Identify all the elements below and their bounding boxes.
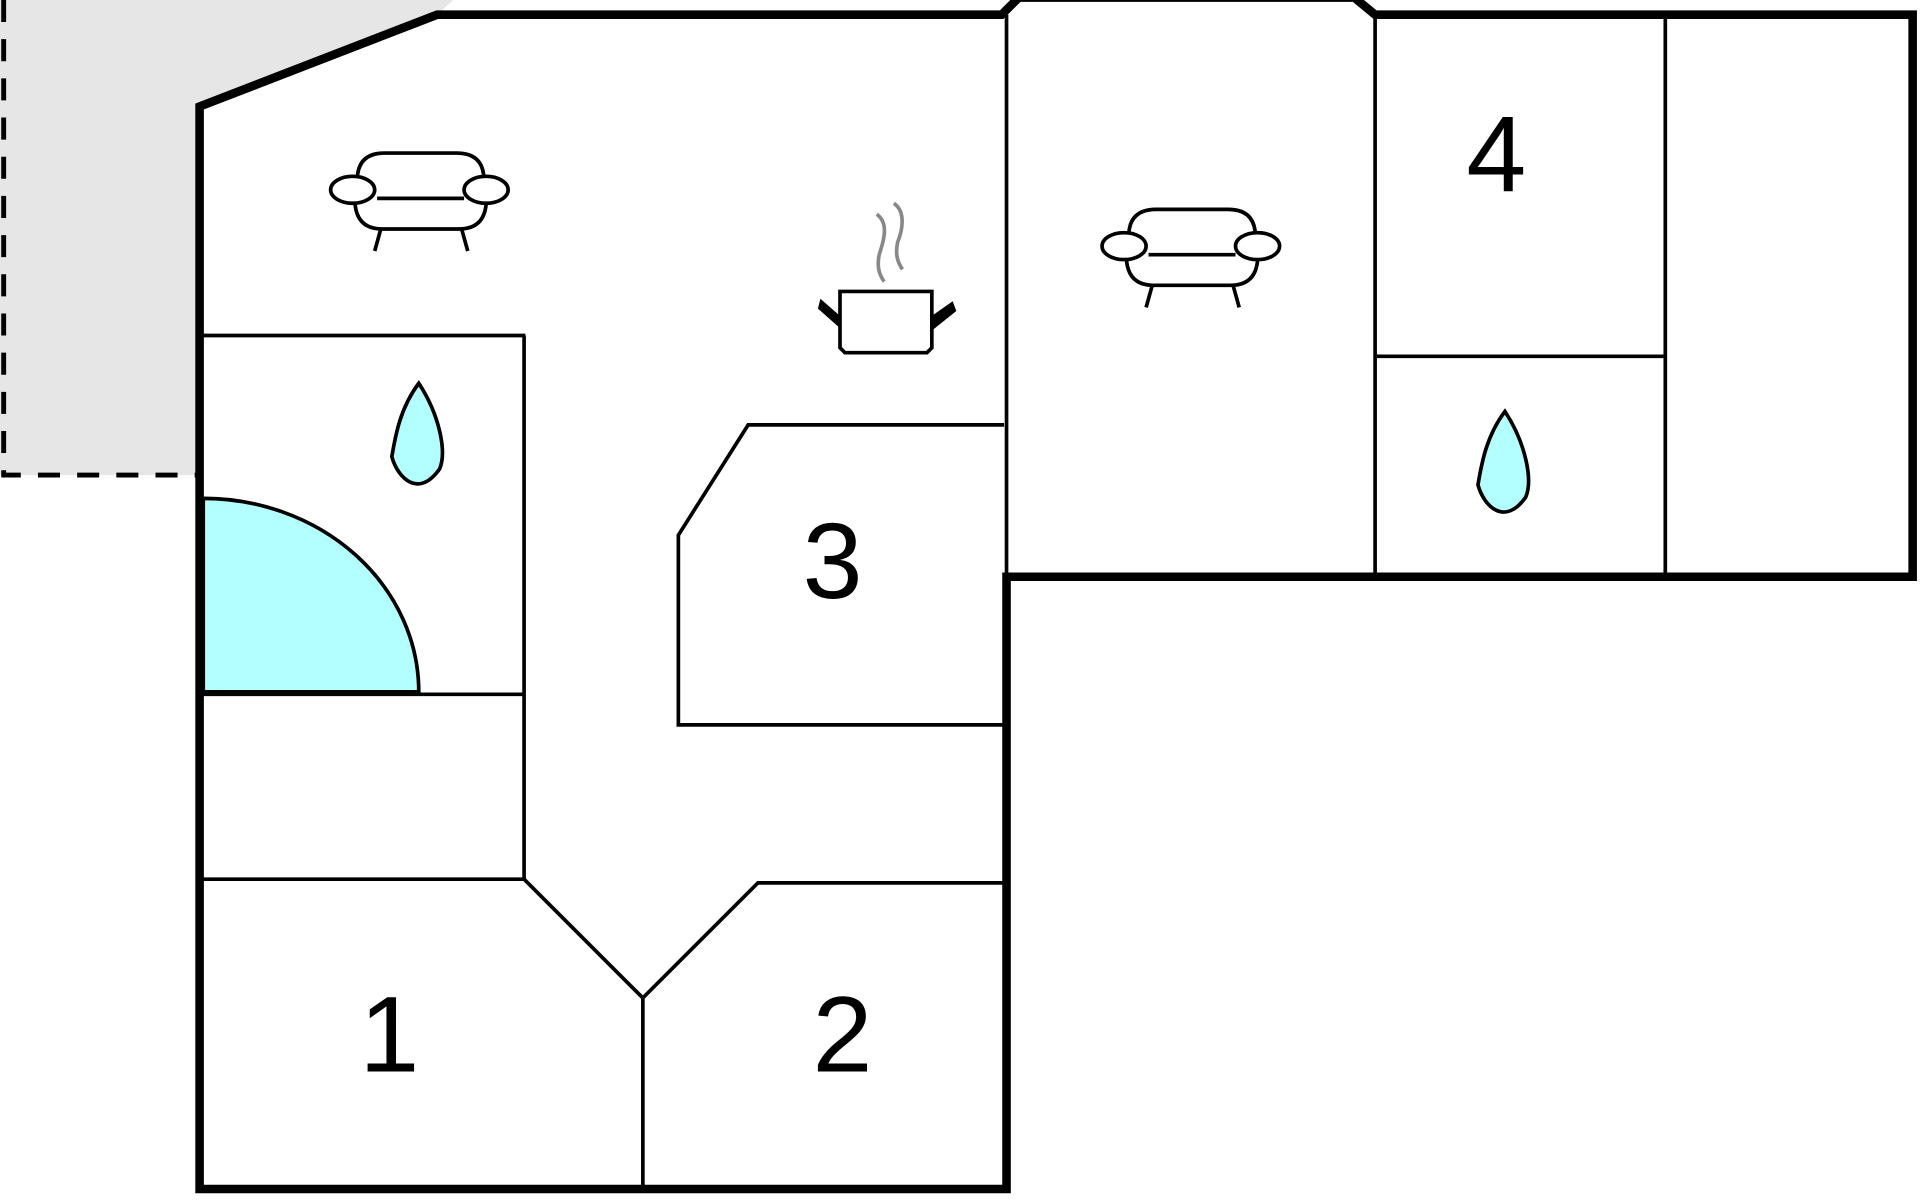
interior-walls — [199, 14, 1668, 1189]
water-drop-icon — [389, 381, 445, 486]
pool — [201, 496, 421, 694]
property-boundary — [1, 0, 200, 478]
room-2-label: 2 — [812, 974, 872, 1095]
cooking-pot-icon — [817, 201, 957, 355]
sofa-icon — [328, 151, 511, 253]
water-drop-icon — [1476, 409, 1531, 514]
outside-area — [0, 0, 454, 476]
room-3-label: 3 — [803, 500, 863, 621]
room-4-label: 4 — [1466, 93, 1526, 214]
sofa-icon — [1100, 207, 1282, 310]
room-1-label: 1 — [359, 974, 419, 1095]
exterior-walls — [195, 0, 1917, 1194]
